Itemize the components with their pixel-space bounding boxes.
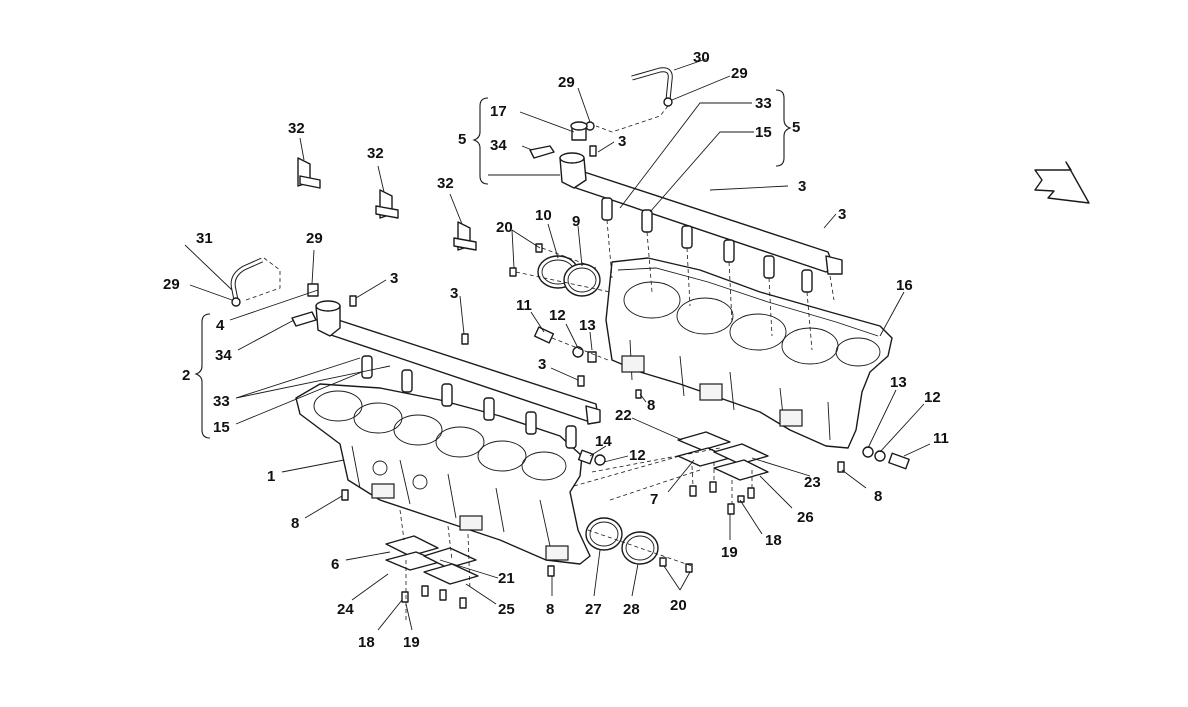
callout-12: 12 [924, 389, 941, 406]
callout-5: 5 [792, 119, 800, 136]
callout-3: 3 [538, 356, 546, 373]
callout-12: 12 [549, 307, 566, 324]
callout-31: 31 [196, 230, 213, 247]
callout-33: 33 [755, 95, 772, 112]
callout-18: 18 [358, 634, 375, 651]
callout-34: 34 [215, 347, 232, 364]
callout-29: 29 [163, 276, 180, 293]
hose-top [529, 67, 673, 159]
callout-8: 8 [874, 488, 882, 505]
callout-15: 15 [213, 419, 230, 436]
callout-11: 11 [933, 430, 949, 447]
callout-5: 5 [458, 131, 466, 148]
callout-23: 23 [804, 474, 821, 491]
callout-14: 14 [595, 433, 612, 450]
callout-3: 3 [838, 206, 846, 223]
intake-manifold-right [605, 257, 893, 449]
callout-26: 26 [797, 509, 814, 526]
brace-2 [194, 313, 211, 439]
injectors-left [361, 355, 577, 449]
callout-17: 17 [490, 103, 507, 120]
callout-8: 8 [546, 601, 554, 618]
leader-lines [184, 57, 931, 631]
callouts: 30 29 29 17 33 5 5 34 15 3 3 3 10 9 20 1… [163, 49, 949, 651]
callout-1: 1 [267, 468, 275, 485]
callout-25: 25 [498, 601, 515, 618]
callout-18: 18 [765, 532, 782, 549]
callout-34: 34 [490, 137, 507, 154]
assembly-dash-lines [399, 447, 753, 620]
callout-12: 12 [629, 447, 646, 464]
callout-29: 29 [731, 65, 748, 82]
callout-6: 6 [331, 556, 339, 573]
brackets [297, 157, 477, 251]
brace-5-left [472, 97, 489, 185]
callout-30: 30 [693, 49, 710, 66]
callout-20: 20 [670, 597, 687, 614]
callout-21: 21 [498, 570, 515, 587]
callout-32: 32 [437, 175, 454, 192]
callout-3: 3 [450, 285, 458, 302]
hose-left [230, 257, 357, 327]
callout-4: 4 [216, 317, 225, 334]
callout-27: 27 [585, 601, 602, 618]
gaskets-left [385, 535, 479, 609]
callout-9: 9 [572, 213, 580, 230]
injector-dash-lines-right [606, 219, 835, 351]
callout-22: 22 [615, 407, 632, 424]
callout-19: 19 [403, 634, 420, 651]
callout-20: 20 [496, 219, 513, 236]
seals-upper [509, 243, 611, 297]
callout-29: 29 [306, 230, 323, 247]
callout-3: 3 [390, 270, 398, 287]
callout-10: 10 [535, 207, 552, 224]
bolt-set-upper [533, 326, 642, 399]
callout-29: 29 [558, 74, 575, 91]
fuel-rail-left [315, 300, 601, 425]
fuel-rail-right [559, 152, 843, 275]
callout-32: 32 [288, 120, 305, 137]
callout-13: 13 [890, 374, 907, 391]
callout-11: 11 [516, 297, 532, 314]
callout-15: 15 [755, 124, 772, 141]
seals-lower [585, 517, 693, 573]
callout-13: 13 [579, 317, 596, 334]
callout-8: 8 [291, 515, 299, 532]
callout-28: 28 [623, 601, 640, 618]
callout-24: 24 [337, 601, 354, 618]
callout-8: 8 [647, 397, 655, 414]
callout-3: 3 [618, 133, 626, 150]
callout-16: 16 [896, 277, 913, 294]
callout-19: 19 [721, 544, 738, 561]
brace-5-right [775, 89, 792, 167]
bolt-set-right [837, 446, 910, 473]
callout-32: 32 [367, 145, 384, 162]
callout-7: 7 [650, 491, 658, 508]
bolt-set-left [341, 333, 606, 577]
callout-2: 2 [182, 367, 190, 384]
direction-arrow-icon [1034, 161, 1090, 204]
intake-manifold-left [295, 383, 591, 565]
callout-3: 3 [798, 178, 806, 195]
callout-33: 33 [213, 393, 230, 410]
